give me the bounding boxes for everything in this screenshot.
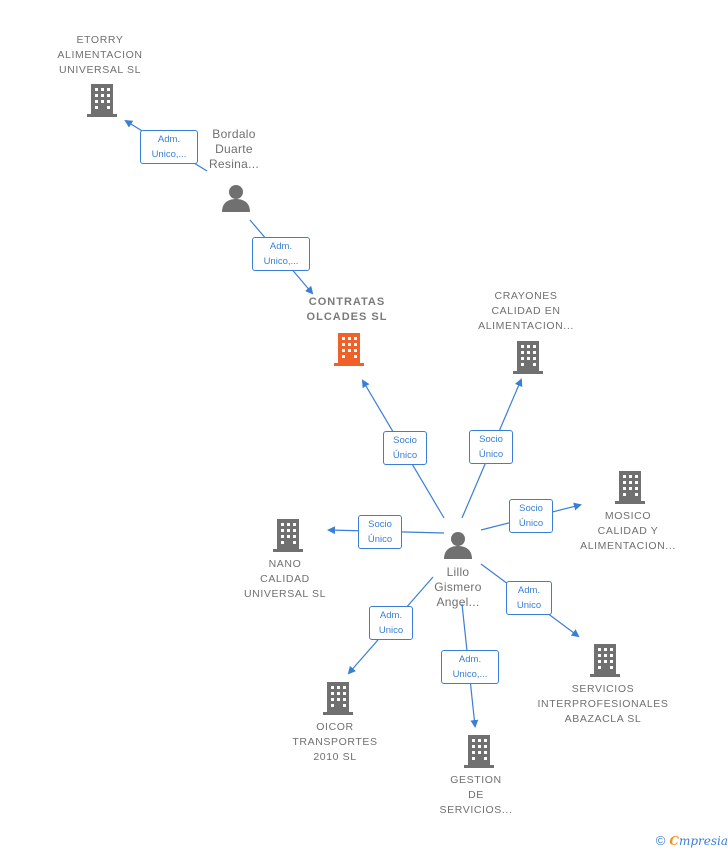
node-label-line: CALIDAD Y	[597, 525, 659, 537]
node-label-line: INTERPROFESIONALES	[537, 698, 669, 710]
edge-label-line: Único	[518, 518, 544, 529]
edge-label-line: Único	[478, 449, 504, 460]
brand-initial: C	[669, 834, 679, 848]
edge-label-line: Adm.	[517, 585, 541, 596]
node-label-line: CRAYONES	[494, 290, 558, 302]
node-label-line: ALIMENTACION...	[580, 540, 676, 552]
node-label-line: DE	[468, 789, 484, 801]
node-label-line: UNIVERSAL SL	[58, 64, 142, 76]
node-label-line: CALIDAD	[260, 573, 310, 585]
edge-label-lillo-nano[interactable]: Socio Único	[358, 515, 402, 549]
node-label-line: ALIMENTACION...	[478, 320, 574, 332]
building-icon-oicor[interactable]	[323, 682, 353, 715]
node-label-line: SERVICIOS	[571, 683, 635, 695]
edge-label-lillo-oicor[interactable]: Adm. Unico	[369, 606, 413, 640]
node-label-contratas[interactable]: CONTRATAS OLCADES SL	[287, 295, 407, 325]
node-label-line: 2010 SL	[313, 751, 357, 763]
edge-label-bordalo-etorry[interactable]: Adm. Unico,...	[140, 130, 198, 164]
node-label-line: Resina...	[208, 157, 260, 171]
node-label-line: SERVICIOS...	[439, 804, 513, 816]
edge-label-lillo-crayones[interactable]: Socio Único	[469, 430, 513, 464]
edge-label-line: Unico,...	[151, 149, 187, 160]
node-label-line: Lillo	[446, 565, 470, 579]
brand-footer[interactable]: ©Cmpresia	[656, 833, 728, 848]
node-label-line: MOSICO	[604, 510, 652, 522]
brand-name: mpresia	[678, 834, 728, 848]
node-label-nano[interactable]: NANO CALIDAD UNIVERSAL SL	[225, 557, 345, 602]
node-label-servicios[interactable]: SERVICIOS INTERPROFESIONALES ABAZACLA SL	[528, 682, 678, 727]
edge-label-lillo-gestion[interactable]: Adm. Unico,...	[441, 650, 499, 684]
node-label-line: GESTION	[450, 774, 502, 786]
node-label-line: TRANSPORTES	[292, 736, 378, 748]
edge-label-line: Socio	[368, 519, 392, 530]
building-icon-nano[interactable]	[273, 519, 303, 552]
edge-label-line: Adm.	[379, 610, 403, 621]
node-label-mosico[interactable]: MOSICO CALIDAD Y ALIMENTACION...	[568, 509, 688, 554]
edge-label-line: Adm.	[458, 654, 482, 665]
node-label-oicor[interactable]: OICOR TRANSPORTES 2010 SL	[275, 720, 395, 765]
edge-label-line: Único	[367, 534, 393, 545]
person-icon-bordalo[interactable]	[222, 185, 250, 212]
building-icon-crayones[interactable]	[513, 341, 543, 374]
brand-logo: Cmpresia	[669, 834, 728, 848]
building-icon-mosico[interactable]	[615, 471, 645, 504]
node-label-line: CONTRATAS	[308, 296, 386, 308]
edge-label-lillo-contratas[interactable]: Socio Único	[383, 431, 427, 465]
node-label-etorry[interactable]: ETORRY ALIMENTACION UNIVERSAL SL	[40, 33, 160, 78]
building-icon-servicios[interactable]	[590, 644, 620, 677]
node-label-line: CALIDAD EN	[491, 305, 561, 317]
building-icon-etorry[interactable]	[87, 84, 117, 117]
node-label-bordalo[interactable]: Bordalo Duarte Resina...	[194, 127, 274, 172]
node-label-line: ETORRY	[76, 34, 124, 46]
building-icon-gestion[interactable]	[464, 735, 494, 768]
person-icon-lillo[interactable]	[444, 532, 472, 559]
node-label-line: Angel...	[436, 595, 480, 609]
edge-label-line: Adm.	[269, 241, 293, 252]
node-label-line: ALIMENTACION	[57, 49, 143, 61]
edge-label-lillo-mosico[interactable]: Socio Único	[509, 499, 553, 533]
edge-label-line: Socio	[393, 435, 417, 446]
node-label-line: Bordalo	[212, 127, 256, 141]
edge-label-bordalo-contratas[interactable]: Adm. Unico,...	[252, 237, 310, 271]
edge-label-line: Unico,...	[263, 256, 299, 267]
node-label-line: OLCADES SL	[306, 311, 388, 323]
edge-label-line: Unico	[378, 625, 404, 636]
node-label-line: OICOR	[316, 721, 354, 733]
edge-label-line: Unico,...	[452, 669, 488, 680]
edge-label-line: Único	[392, 450, 418, 461]
node-label-line: UNIVERSAL SL	[243, 588, 327, 600]
edge-label-line: Adm.	[157, 134, 181, 145]
node-label-crayones[interactable]: CRAYONES CALIDAD EN ALIMENTACION...	[466, 289, 586, 334]
copyright-icon: ©	[655, 833, 666, 848]
node-label-line: Gismero	[434, 580, 482, 594]
node-label-gestion[interactable]: GESTION DE SERVICIOS...	[416, 773, 536, 818]
edge-label-line: Unico	[516, 600, 542, 611]
edge-label-line: Socio	[479, 434, 503, 445]
node-label-line: Duarte	[215, 142, 253, 156]
node-label-line: NANO	[268, 558, 302, 570]
edge-label-lillo-servicios[interactable]: Adm. Unico	[506, 581, 552, 615]
node-label-lillo[interactable]: Lillo Gismero Angel...	[418, 565, 498, 610]
node-label-line: ABAZACLA SL	[564, 713, 642, 725]
edge-label-line: Socio	[519, 503, 543, 514]
building-icon-contratas[interactable]	[334, 333, 364, 366]
